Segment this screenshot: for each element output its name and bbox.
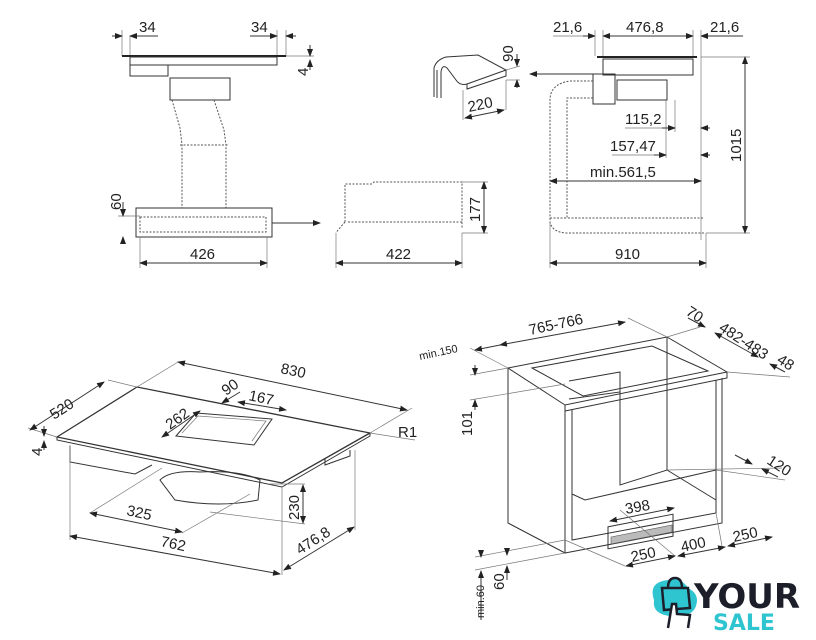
plinth-right-label: 250 — [731, 524, 759, 546]
motor-height-label: 230 — [286, 495, 303, 520]
left-overhang-label: 34 — [139, 19, 156, 36]
motor-offset-label: 325 — [125, 502, 153, 524]
vent-width-label: 398 — [624, 497, 652, 518]
logo-word-your: YOUR — [693, 577, 800, 617]
vent-depth-label: 90 — [219, 376, 242, 399]
front-gap-label: 48 — [774, 351, 797, 374]
right-margin-label: 21,6 — [710, 19, 739, 36]
back-gap-label: 70 — [683, 303, 706, 326]
plinth-height-label: 60 — [491, 573, 508, 590]
hob-thickness-label: 4 — [29, 448, 46, 456]
duct-width-label: 422 — [386, 246, 411, 263]
body-depth-label: 476,8 — [293, 524, 334, 559]
elbow-height-label: 90 — [500, 45, 517, 62]
radius-label: R1 — [398, 424, 417, 441]
elbow-width-label: 220 — [466, 94, 494, 116]
plinth-left-label: 250 — [629, 544, 657, 566]
left-margin-label: 21,6 — [553, 19, 582, 36]
right-overhang-label: 34 — [251, 19, 268, 36]
box-width-label: 426 — [190, 246, 215, 263]
vent-width-label: 167 — [247, 387, 275, 409]
dim-a-label: 115,2 — [625, 111, 661, 128]
min-plinth-label: min.60 — [475, 585, 487, 618]
hob-width-label: 830 — [279, 360, 307, 382]
cutout-depth-label: 482-483 — [716, 319, 771, 363]
shopping-bag-icon — [660, 576, 692, 612]
min-back-label: min.150 — [418, 343, 459, 363]
total-length-label: 910 — [615, 246, 640, 263]
duct-height-label: 177 — [467, 197, 484, 222]
hob-depth-label: 520 — [47, 395, 77, 423]
box-height-label: 60 — [108, 193, 125, 210]
logo-word-sale: SALE — [713, 611, 775, 636]
total-height-label: 1015 — [728, 129, 745, 162]
vent-offset-label: 262 — [163, 405, 193, 433]
rail-height-label: 101 — [459, 411, 476, 436]
side-view: 34 34 4 60 426 — [108, 19, 321, 268]
hand-pointer-icon — [666, 602, 692, 629]
shelf-depth-label: 120 — [764, 452, 794, 480]
glass-thickness-label: 4 — [295, 68, 312, 76]
right-view: 21,6 476,8 21,6 115,2 157,47 min.561,5 1… — [529, 19, 750, 268]
iso-hob-view: 520 830 90 167 262 R1 4 325 230 762 476,… — [27, 360, 417, 576]
duct-view: 177 422 — [335, 181, 488, 268]
yoursale-logo: YOUR SALE — [652, 576, 800, 636]
plinth-center-label: 400 — [679, 534, 707, 556]
cabinet-view: min.150 765-766 70 482-483 48 101 120 39… — [418, 303, 797, 620]
dim-b-label: 157,47 — [610, 138, 656, 155]
depth-label: 476,8 — [626, 19, 664, 36]
min-depth-label: min.561,5 — [590, 164, 656, 181]
elbow-view: 90 220 — [433, 45, 521, 120]
body-width-label: 762 — [159, 533, 187, 555]
